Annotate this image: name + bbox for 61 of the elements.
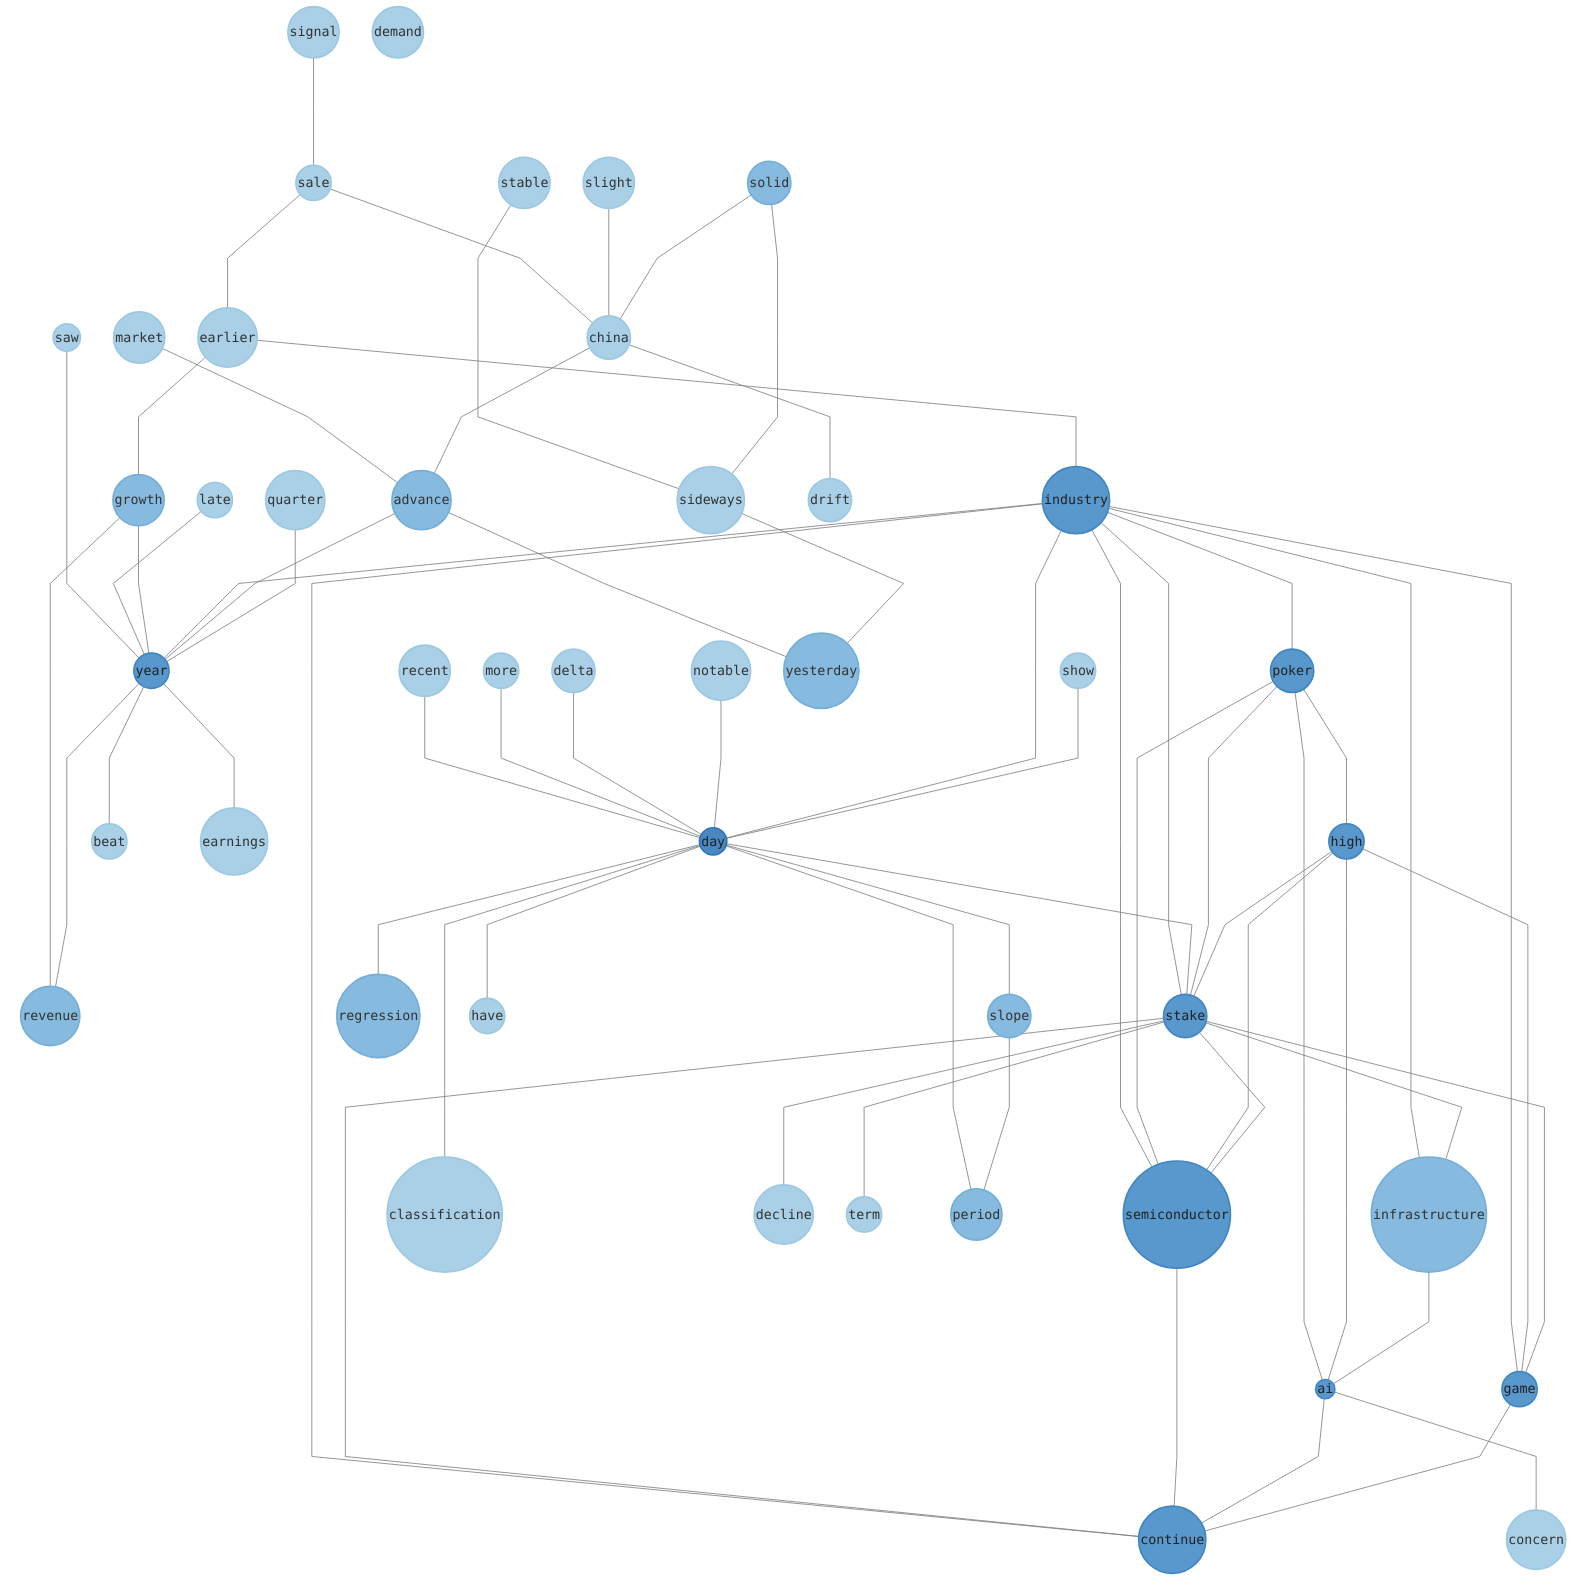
connector <box>609 208 610 317</box>
connector <box>1101 522 1183 996</box>
connector <box>1107 511 1294 650</box>
connector <box>138 525 151 654</box>
connector <box>1199 1031 1267 1174</box>
connector <box>1333 1271 1431 1385</box>
connector <box>434 347 591 474</box>
connector <box>1362 848 1530 1373</box>
connector <box>1174 1267 1179 1507</box>
connector <box>714 699 723 829</box>
connector <box>1201 1398 1326 1524</box>
connector <box>573 691 703 835</box>
connector <box>227 194 302 309</box>
connector <box>257 339 1078 467</box>
connector <box>345 1017 1165 1537</box>
connector <box>1206 1022 1464 1160</box>
connector <box>313 57 315 166</box>
connector <box>629 344 832 479</box>
connector <box>1206 852 1335 1171</box>
connector <box>330 188 594 324</box>
connector <box>163 683 236 809</box>
connector <box>448 512 788 658</box>
connector <box>1137 680 1275 1165</box>
connector <box>67 350 141 659</box>
connector <box>742 513 905 644</box>
connector <box>1190 685 1279 996</box>
connector <box>620 194 753 320</box>
connector <box>732 203 779 475</box>
connector <box>138 356 207 475</box>
connector <box>726 844 1011 995</box>
connector <box>113 510 203 656</box>
connector <box>726 688 1080 839</box>
connector <box>784 1020 1166 1186</box>
connector <box>726 845 973 1190</box>
connector <box>501 688 702 837</box>
connector <box>378 844 702 975</box>
connector <box>1303 688 1348 825</box>
connector <box>1328 858 1348 1381</box>
connector <box>109 686 146 825</box>
connector <box>50 517 122 987</box>
connector <box>1205 1403 1512 1532</box>
connector <box>1109 507 1421 1159</box>
connector <box>1109 506 1519 1373</box>
connector <box>1295 691 1324 1381</box>
connector <box>165 513 397 660</box>
connector <box>445 845 702 1158</box>
connector <box>55 683 141 988</box>
connector <box>1206 1020 1546 1373</box>
connector <box>1194 850 1334 997</box>
connector <box>487 845 702 999</box>
connector <box>478 204 681 490</box>
connector <box>864 1021 1166 1198</box>
connector <box>984 1037 1011 1191</box>
connector <box>425 695 702 838</box>
connector <box>1334 1391 1538 1511</box>
connector <box>726 529 1063 839</box>
connector <box>166 529 297 663</box>
connector <box>1092 529 1154 1168</box>
connector <box>164 503 1044 659</box>
connector <box>162 348 399 484</box>
connector <box>726 843 1194 995</box>
